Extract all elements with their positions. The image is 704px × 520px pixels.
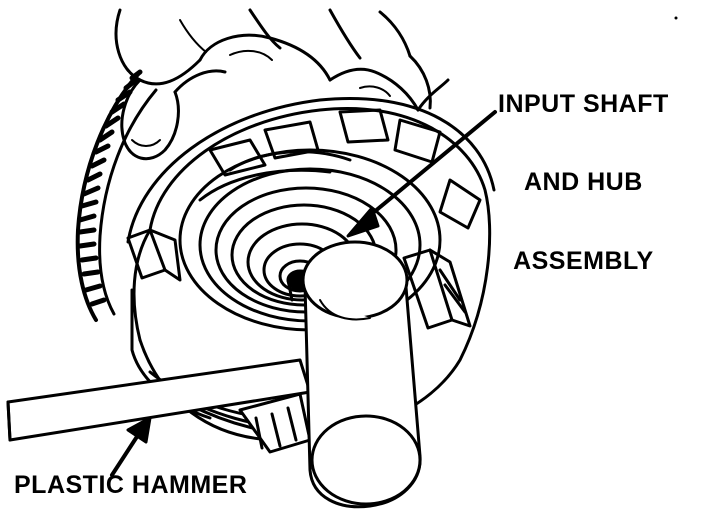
input-shaft-label-line1: INPUT SHAFT [498, 89, 669, 118]
input-shaft-label-line3: ASSEMBLY [513, 247, 654, 275]
speck [674, 16, 678, 20]
plastic-hammer-label: PLASTIC HAMMER [14, 471, 248, 499]
input-shaft-label-line2: AND HUB [524, 168, 643, 197]
gear-ring [75, 69, 158, 322]
input-shaft-callout: INPUT SHAFT AND HUB ASSEMBLY [498, 38, 669, 327]
hammer-head [301, 240, 422, 509]
hand [114, 8, 450, 161]
plastic-hammer-arrow [110, 416, 152, 477]
input-shaft-arrow [346, 110, 497, 238]
